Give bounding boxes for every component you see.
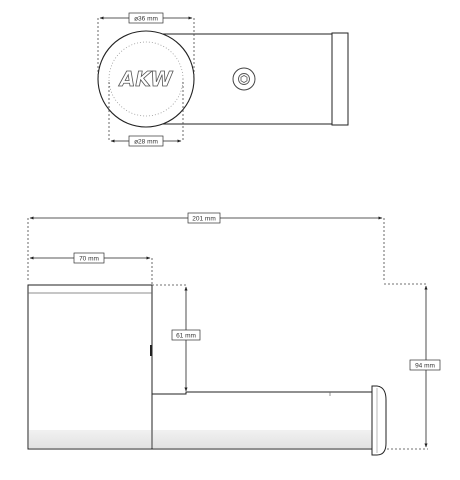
dim-label-head-length: 70 mm: [79, 256, 99, 263]
brand-logo: AKW: [118, 67, 173, 91]
dim-label-outer-diameter: ø36 mm: [134, 16, 158, 23]
top-view: AKW ø36 mm ø28 mm: [97, 12, 349, 147]
outer-disc: [97, 30, 195, 128]
dim-label-total-length: 201 mm: [192, 216, 215, 223]
dim-label-inner-diameter: ø28 mm: [134, 139, 158, 146]
inner-disc-dotted: [108, 41, 184, 117]
dim-label-head-height: 61 mm: [176, 333, 196, 340]
head-block: [27, 284, 153, 450]
dim-label-total-height: 94 mm: [415, 363, 435, 370]
end-cap-disc: [371, 385, 387, 456]
side-view: 201 mm 70 mm 61 mm 94 mm: [27, 212, 441, 456]
arm-end-cap: [331, 32, 349, 126]
screw-icon: [232, 67, 256, 91]
